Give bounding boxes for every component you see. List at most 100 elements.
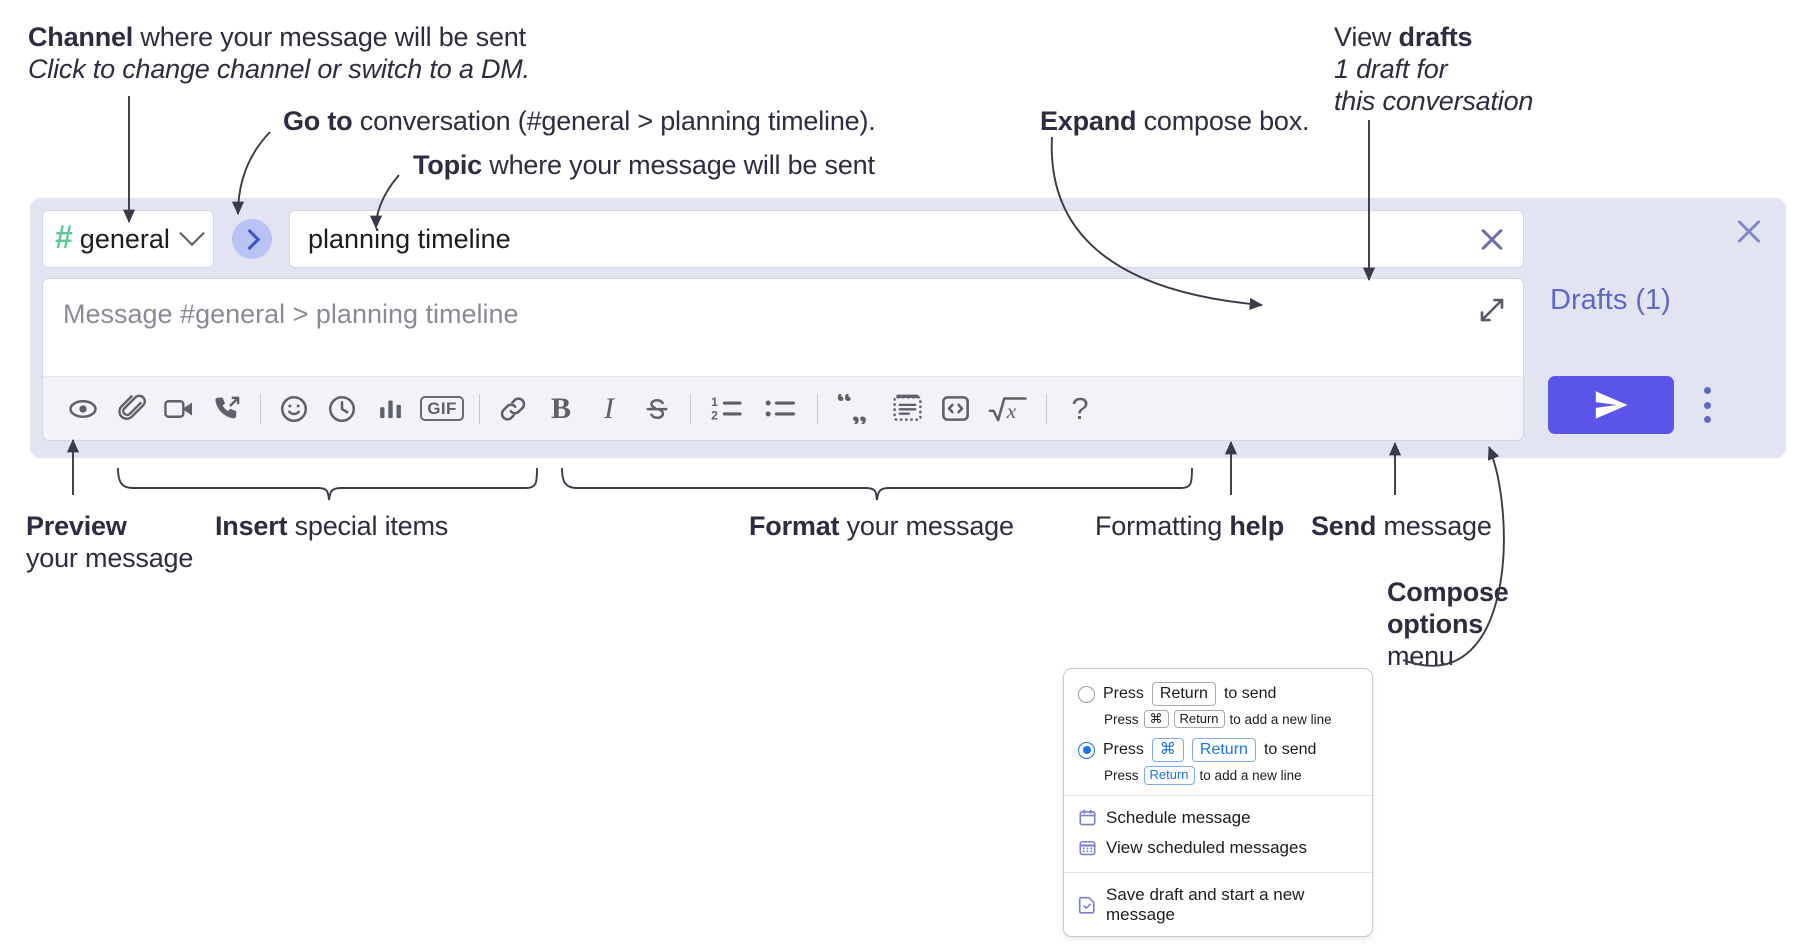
- svg-text:„: „: [851, 394, 867, 424]
- annotation-goto-rest: conversation (#general > planning timeli…: [352, 106, 876, 136]
- menu-divider: [1064, 871, 1372, 873]
- calendar-grid-icon: [1078, 838, 1097, 857]
- send-option-cmd-return[interactable]: Press ⌘ Return to send: [1064, 735, 1372, 765]
- annotation-send: Send message: [1311, 511, 1492, 543]
- compose-panel: # general planning timeline Message #gen…: [30, 198, 1786, 458]
- annotation-preview: Preview your message: [26, 511, 193, 575]
- inline-code-icon[interactable]: [931, 385, 979, 433]
- annotation-channel-rest: where your message will be sent: [133, 22, 526, 52]
- send-option-return[interactable]: Press Return to send: [1064, 679, 1372, 709]
- chevron-down-icon: [179, 220, 205, 247]
- attachment-icon[interactable]: [107, 385, 155, 433]
- key-command: ⌘: [1143, 710, 1169, 729]
- clear-topic-icon[interactable]: [1475, 222, 1509, 256]
- bold-icon[interactable]: B: [537, 385, 585, 433]
- topic-value: planning timeline: [308, 223, 511, 254]
- annotation-topic: Topic where your message will be sent: [413, 150, 875, 182]
- annotation-goto: Go to conversation (#general > planning …: [283, 106, 876, 138]
- send-option-cmd-return-hint: Press Return to add a new line: [1064, 765, 1372, 785]
- formatting-toolbar: GIF B I 1 2: [43, 376, 1523, 440]
- menu-item-label: Schedule message: [1106, 807, 1251, 827]
- formatting-help-icon[interactable]: ?: [1056, 385, 1104, 433]
- annotation-send-rest: message: [1376, 511, 1492, 541]
- link-icon[interactable]: [489, 385, 537, 433]
- annotation-send-bold: Send: [1311, 511, 1377, 541]
- annotation-compose-options-l3: menu: [1387, 640, 1454, 671]
- compose-header-row: # general planning timeline: [42, 210, 1524, 268]
- annotation-drafts-sub2: this conversation: [1334, 85, 1534, 116]
- toolbar-separator: [1046, 393, 1047, 424]
- kebab-dot: [1703, 387, 1711, 394]
- code-block-icon[interactable]: [883, 385, 931, 433]
- video-icon[interactable]: [155, 385, 203, 433]
- gif-icon[interactable]: GIF: [414, 385, 470, 433]
- key-return: Return: [1173, 710, 1225, 729]
- radio-cmd-return[interactable]: [1078, 741, 1095, 759]
- annotation-drafts-pre: View: [1334, 22, 1399, 52]
- bold-label: B: [550, 391, 571, 425]
- annotation-help-pre: Formatting: [1095, 511, 1230, 541]
- strikethrough-icon[interactable]: [633, 385, 681, 433]
- option2-sub-post: to add a new line: [1199, 767, 1302, 783]
- go-to-conversation-button[interactable]: [232, 219, 272, 259]
- annotation-help-bold: help: [1229, 511, 1285, 541]
- menu-item-schedule-message[interactable]: Schedule message: [1064, 803, 1372, 833]
- huddle-icon[interactable]: [203, 385, 251, 433]
- option2-pre: Press: [1103, 741, 1144, 759]
- annotation-format-rest: your message: [839, 511, 1014, 541]
- annotation-channel: Channel where your message will be sent …: [28, 22, 530, 86]
- menu-item-view-scheduled-messages[interactable]: View scheduled messages: [1064, 833, 1372, 863]
- preview-icon[interactable]: [59, 385, 107, 433]
- drafts-link[interactable]: Drafts (1): [1550, 284, 1671, 316]
- emoji-icon[interactable]: [270, 385, 318, 433]
- document-check-icon: [1078, 895, 1097, 914]
- expand-compose-icon[interactable]: [1477, 295, 1507, 325]
- toolbar-separator: [260, 393, 261, 424]
- compose-right-rail: Drafts (1): [1544, 198, 1786, 458]
- annotation-insert: Insert special items: [215, 511, 448, 543]
- poll-icon[interactable]: [366, 385, 414, 433]
- annotation-compose-options-l2: options: [1387, 608, 1484, 639]
- annotation-expand-rest: compose box.: [1136, 106, 1310, 136]
- annotation-drafts-sub1: 1 draft for: [1334, 53, 1448, 84]
- option2-sub-pre: Press: [1104, 767, 1139, 783]
- toolbar-separator: [690, 393, 691, 424]
- math-icon[interactable]: x: [979, 385, 1037, 433]
- kebab-dot: [1703, 416, 1711, 423]
- italic-icon[interactable]: I: [585, 385, 633, 433]
- menu-item-save-draft[interactable]: Save draft and start a new message: [1064, 880, 1372, 930]
- annotation-drafts-bold: drafts: [1398, 22, 1473, 52]
- message-input-box[interactable]: Message #general > planning timeline: [42, 278, 1524, 441]
- menu-item-label: View scheduled messages: [1106, 837, 1307, 857]
- annotation-expand-bold: Expand: [1040, 106, 1137, 136]
- hash-icon: #: [55, 219, 73, 255]
- key-return: Return: [1191, 738, 1256, 763]
- topic-field[interactable]: planning timeline: [289, 210, 1524, 268]
- close-icon[interactable]: [1732, 214, 1766, 248]
- menu-item-label: Save draft and start a new message: [1106, 884, 1305, 924]
- annotation-preview-rest: your message: [26, 542, 194, 573]
- annotation-compose-options-l1: Compose: [1387, 577, 1509, 607]
- ordered-list-icon[interactable]: 1 2: [700, 385, 754, 433]
- channel-selector[interactable]: # general: [42, 210, 214, 268]
- toolbar-separator: [479, 393, 480, 424]
- annotation-format: Format your message: [749, 511, 1014, 543]
- kebab-dot: [1703, 401, 1711, 409]
- message-placeholder: Message #general > planning timeline: [63, 299, 519, 329]
- option2-post: to send: [1263, 741, 1317, 759]
- radio-return[interactable]: [1078, 685, 1095, 703]
- italic-label: I: [604, 391, 614, 425]
- svg-text:1: 1: [711, 396, 718, 409]
- compose-options-button[interactable]: [1692, 382, 1722, 428]
- blockquote-icon[interactable]: “ „: [827, 385, 883, 433]
- option1-sub-post: to add a new line: [1229, 711, 1332, 727]
- annotation-channel-sub: Click to change channel or switch to a D…: [28, 53, 530, 84]
- bulleted-list-icon[interactable]: [754, 385, 808, 433]
- svg-text:“: “: [836, 394, 852, 421]
- clock-icon[interactable]: [318, 385, 366, 433]
- gif-label: GIF: [420, 396, 464, 421]
- annotation-topic-bold: Topic: [413, 150, 482, 180]
- send-button[interactable]: [1548, 376, 1674, 434]
- option1-sub-pre: Press: [1104, 711, 1139, 727]
